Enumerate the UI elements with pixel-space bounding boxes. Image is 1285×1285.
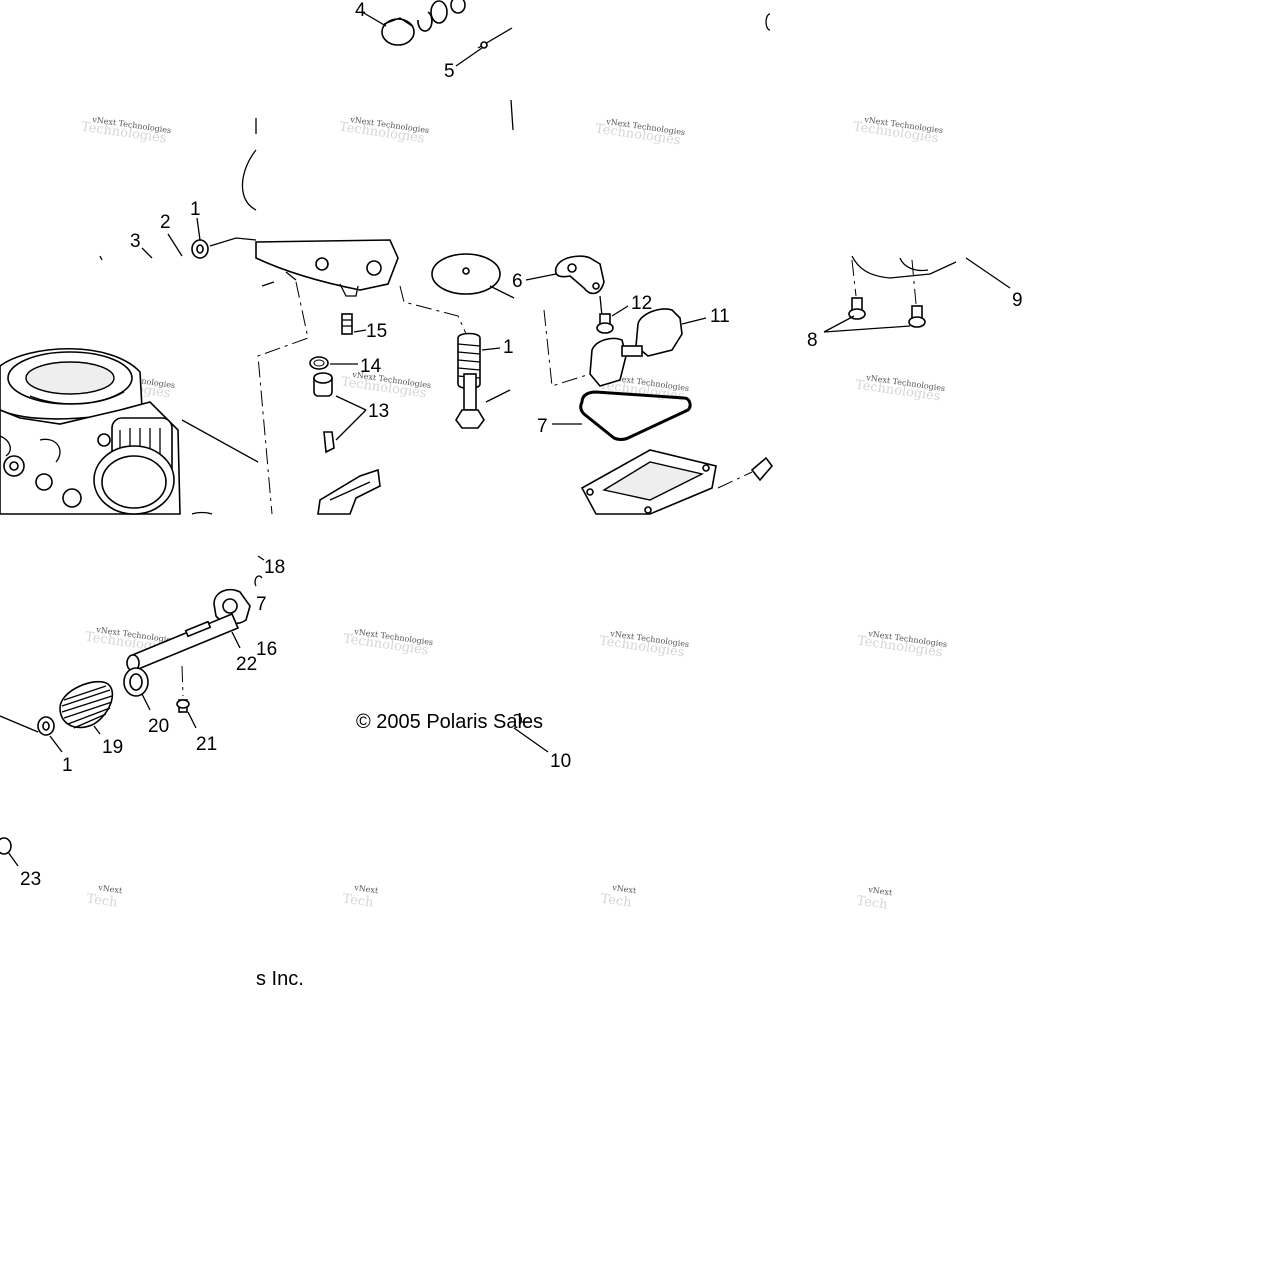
callout-20: 20 <box>148 716 169 737</box>
carburetor-body <box>0 348 259 515</box>
part-15-jet <box>341 313 367 335</box>
callout-12: 12 <box>631 293 652 314</box>
callout-2: 2 <box>160 212 171 233</box>
callout-8: 8 <box>807 330 818 351</box>
part-12-screw <box>596 305 629 334</box>
watermark-text: vNext <box>353 883 380 895</box>
part-diaphragm-disc <box>431 253 515 299</box>
callout-6: 6 <box>512 271 523 292</box>
part-5-wire <box>455 27 513 67</box>
callout-23: 23 <box>20 869 41 890</box>
callout-13: 13 <box>368 401 389 422</box>
part-screw-bolt <box>455 373 511 429</box>
callout-labels: 4 5 2 1 3 6 12 11 15 14 1 13 7 9 8 18 7 … <box>20 0 1023 890</box>
watermark-text: vNext <box>97 883 124 895</box>
part-14-o-ring <box>309 356 358 370</box>
callout-18: 18 <box>264 557 285 578</box>
part-19-return-spring <box>59 680 114 735</box>
part-6-bracket-plate <box>525 255 605 295</box>
callout-1: 1 <box>62 755 73 776</box>
part-18-clip <box>254 555 265 587</box>
watermark: Technologies vNext Technologies <box>854 373 946 405</box>
part-20-collar <box>123 667 151 711</box>
callout-9: 9 <box>1012 290 1023 311</box>
watermark: Technologies vNext Technologies <box>342 627 434 659</box>
callout-11: 11 <box>710 306 730 327</box>
watermark: Tech vNext <box>856 885 894 913</box>
part-13-needle-valve <box>313 372 367 454</box>
watermark: Tech vNext <box>342 883 380 911</box>
watermark: Technologies vNext Technologies <box>598 629 690 661</box>
part-23-cap <box>0 837 19 867</box>
callout-5: 5 <box>444 61 455 82</box>
part-1-washer-lower <box>0 715 63 753</box>
watermark-text: vNext <box>611 883 638 895</box>
right-cover <box>851 255 1011 289</box>
carburetor-top <box>255 239 479 515</box>
callout-19: 19 <box>102 737 123 758</box>
watermark-text: vNext <box>867 885 894 897</box>
callout-1: 1 <box>503 337 514 358</box>
watermark: Tech vNext <box>600 883 638 911</box>
part-8-screws <box>823 259 926 333</box>
watermark: Technologies vNext Technologies <box>852 115 944 147</box>
part-4-cap <box>361 0 466 46</box>
watermark: Technologies vNext Technologies <box>340 370 432 402</box>
part-1-washer <box>191 239 209 259</box>
part-22-shaft <box>126 612 241 672</box>
callout-21: 21 <box>196 734 217 755</box>
part-10-plug <box>513 713 549 753</box>
callout-7: 7 <box>256 594 267 615</box>
watermark: Technologies vNext Technologies <box>80 115 172 147</box>
svg-text:Tech: Tech <box>342 892 375 911</box>
watermark: Technologies vNext Technologies <box>338 115 430 147</box>
svg-text:Tech: Tech <box>86 892 119 911</box>
float-bowl <box>580 449 774 515</box>
callout-22: 22 <box>236 654 257 675</box>
part-7-gasket <box>552 390 692 441</box>
copyright-text: © 2005 Polaris Sales <box>356 711 544 733</box>
callout-1: 1 <box>190 199 201 220</box>
callout-7: 7 <box>537 416 548 437</box>
part-11-float <box>589 308 707 387</box>
callout-3: 3 <box>130 231 141 252</box>
watermark: Technologies vNext Technologies <box>856 629 948 661</box>
svg-text:Tech: Tech <box>856 894 889 913</box>
part-16-throttle-lever <box>213 588 251 625</box>
callout-14: 14 <box>360 356 382 377</box>
callout-15: 15 <box>366 321 387 342</box>
part-21-screw <box>176 665 197 729</box>
svg-text:Tech: Tech <box>600 892 633 911</box>
watermark: Technologies vNext Technologies <box>594 117 686 149</box>
callout-16: 16 <box>256 639 277 660</box>
callout-10: 10 <box>550 751 571 772</box>
copyright-text-continued: s Inc. <box>256 968 304 990</box>
bracket <box>317 468 381 515</box>
callout-4: 4 <box>355 0 366 21</box>
watermark: Tech vNext <box>86 883 124 911</box>
